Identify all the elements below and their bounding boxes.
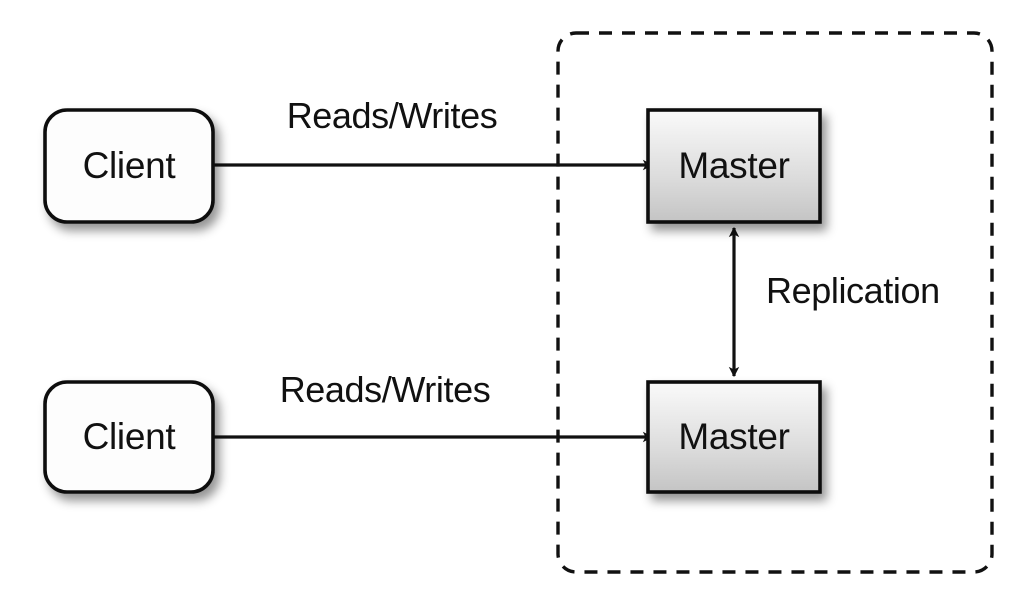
edge-layer (213, 159, 740, 443)
cluster-boundary-dashed-box (556, 31, 994, 574)
master-top-label: Master (678, 145, 789, 186)
edge-label-replication: Replication (766, 270, 940, 311)
client-top-label: Client (83, 145, 177, 186)
node-client-bottom[interactable]: Client (43, 380, 215, 494)
client-bottom-label: Client (83, 416, 177, 457)
master-top-box (646, 108, 822, 224)
edge-label-layer: Reads/Writes Reads/Writes Replication (280, 95, 940, 410)
client-bottom-box (43, 380, 215, 494)
edge-label-reads-writes-top: Reads/Writes (287, 95, 498, 136)
master-bottom-box (646, 380, 822, 494)
node-master-bottom[interactable]: Master (646, 380, 822, 494)
master-bottom-label: Master (678, 416, 789, 457)
edge-label-reads-writes-bottom: Reads/Writes (280, 369, 491, 410)
node-layer: Client Client Master Master (43, 108, 822, 494)
client-top-box (43, 108, 215, 224)
node-client-top[interactable]: Client (43, 108, 215, 224)
node-master-top[interactable]: Master (646, 108, 822, 224)
